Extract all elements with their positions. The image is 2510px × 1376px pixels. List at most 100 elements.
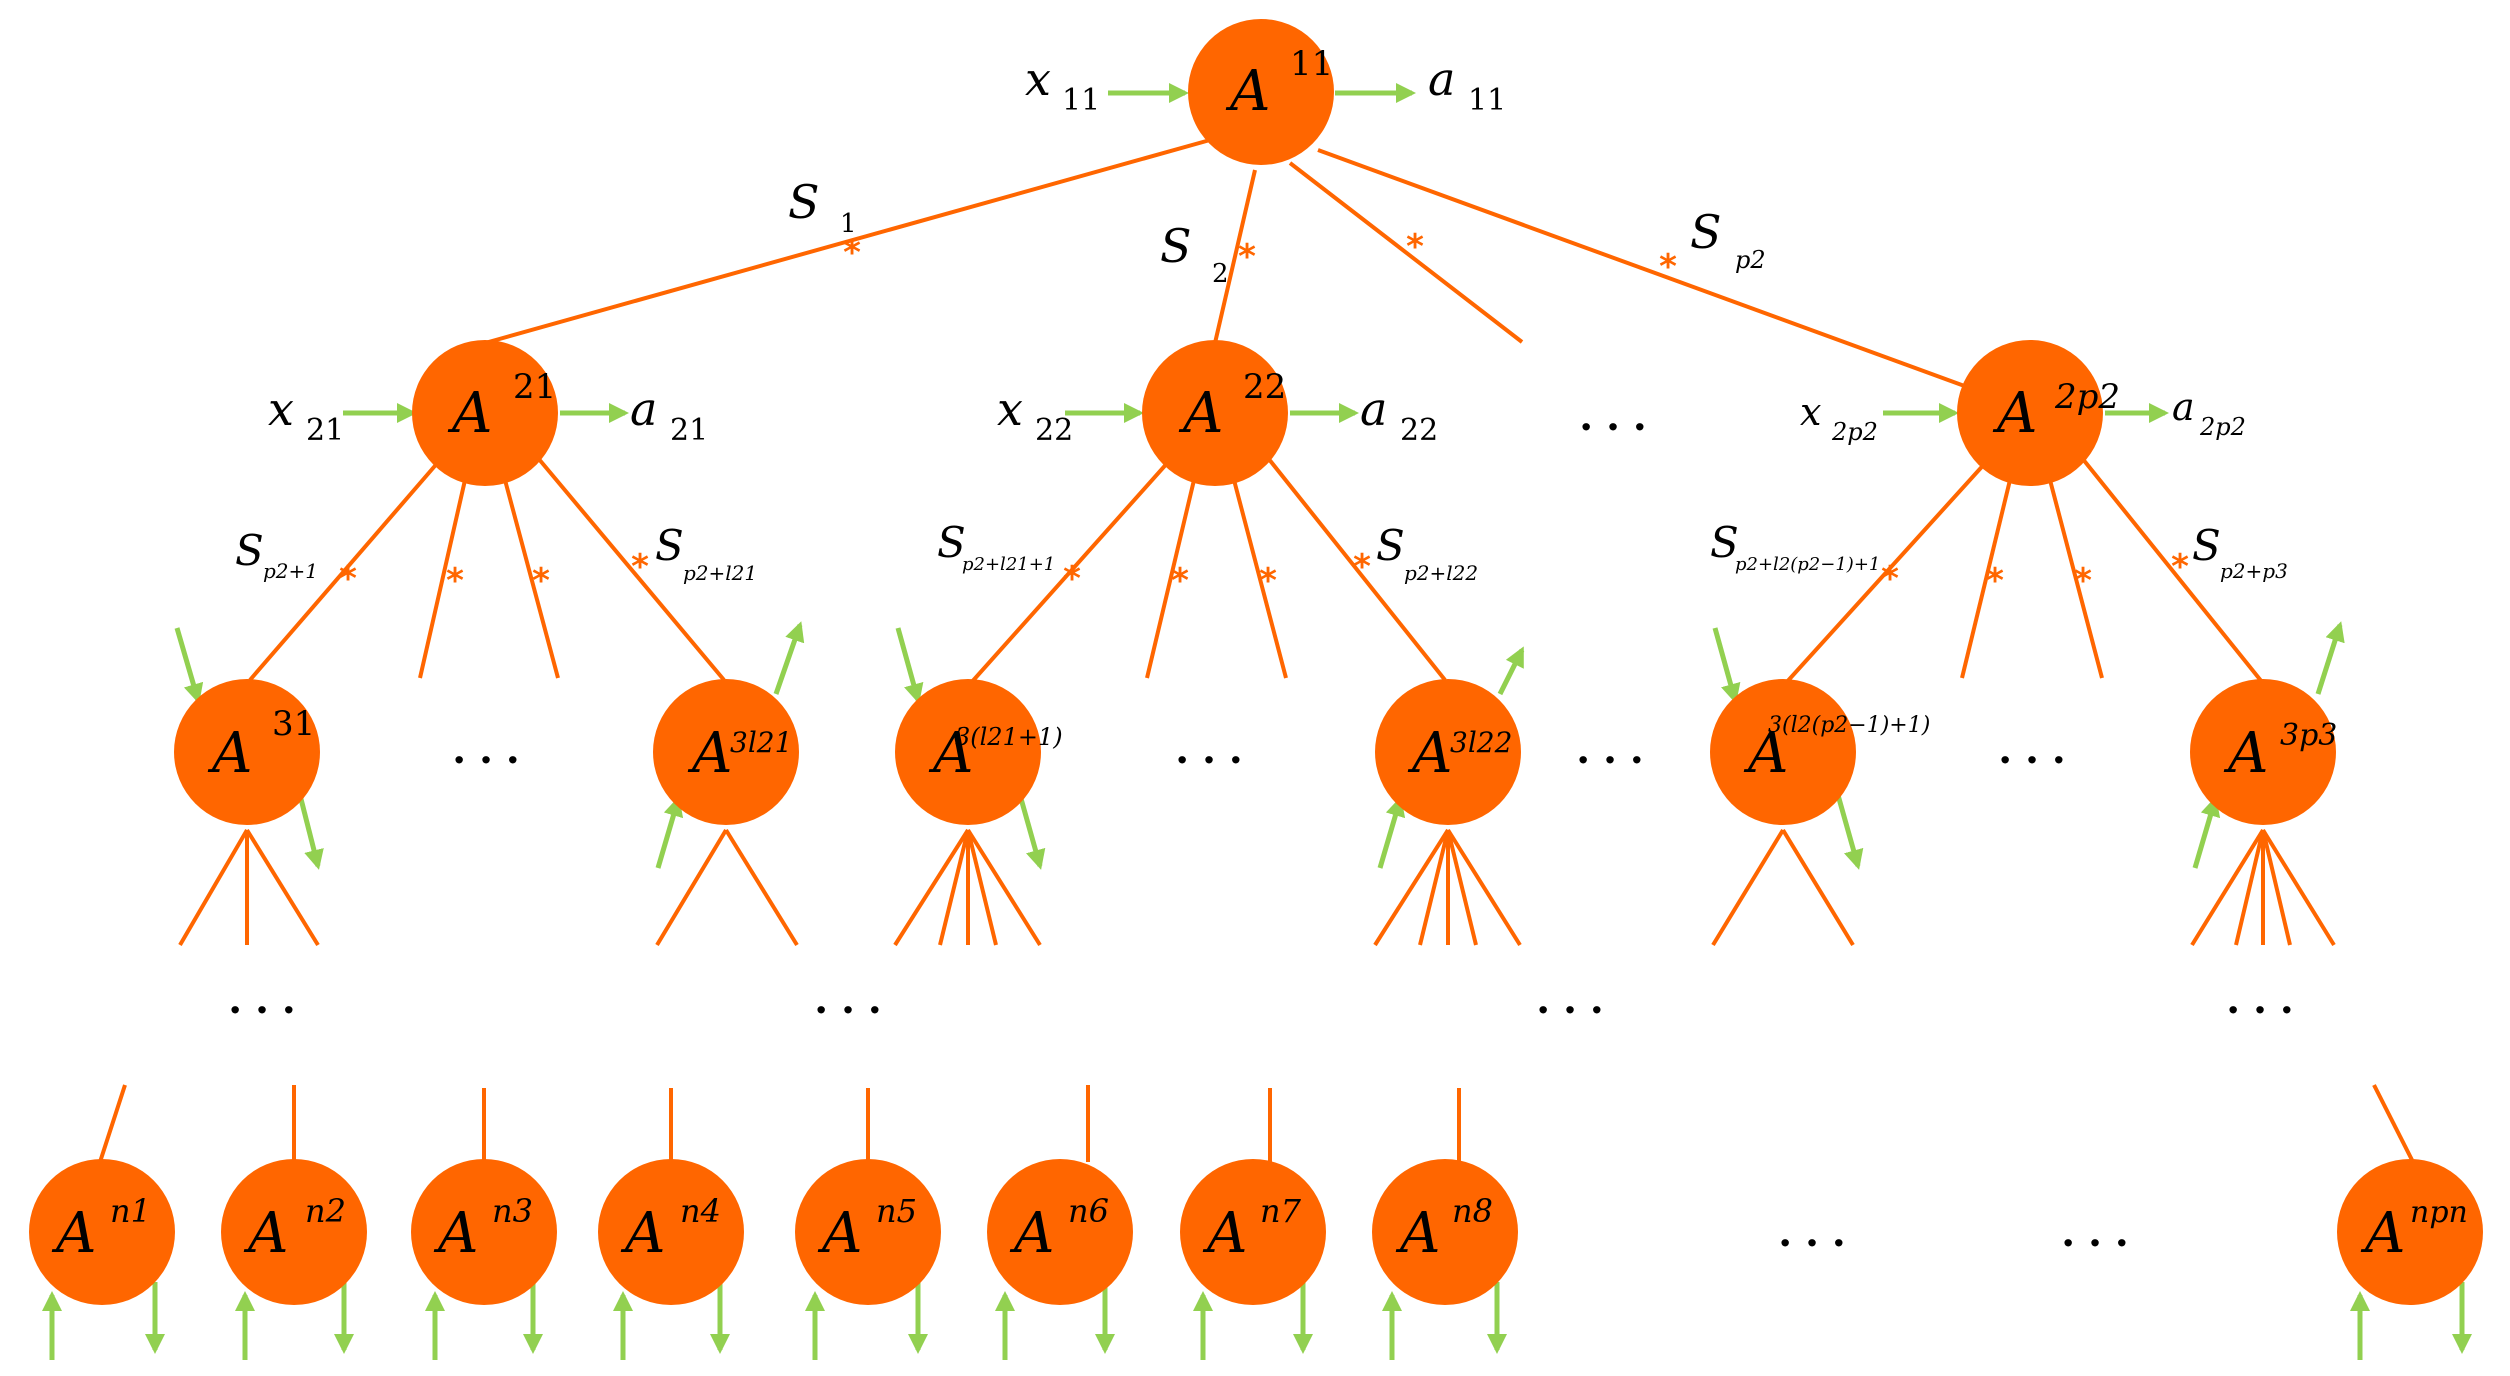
- star-marker: *: [1063, 559, 1081, 599]
- edge-label-base: S: [788, 175, 820, 229]
- input-label-sub: 2p2: [1831, 418, 1878, 446]
- label-a3l2p2: A 3(l2(p2−1)+1): [1743, 713, 1930, 786]
- node-letter: A: [1395, 1201, 1440, 1266]
- star-marker: *: [1406, 227, 1424, 267]
- node-letter: A: [447, 381, 492, 446]
- label-an6: A n6: [1009, 1192, 1109, 1266]
- edge-a2p2-open2: [2048, 479, 2104, 679]
- label-an2: A n2: [243, 1192, 346, 1266]
- edge-a2p2-open1: [1960, 479, 2012, 679]
- label-an7: A n7: [1202, 1192, 1302, 1266]
- edge-label-sub: p2+l21+1: [962, 554, 1055, 575]
- edge-label-sub: 2: [1212, 259, 1229, 289]
- node-an1: [29, 1159, 175, 1305]
- star-marker: *: [446, 561, 464, 601]
- node-superscript: n2: [305, 1192, 346, 1230]
- output-label-base: a: [2172, 385, 2195, 429]
- label-a21: A 21: [447, 367, 556, 446]
- node-a22: [1142, 340, 1288, 486]
- node-superscript: 3(l2(p2−1)+1): [1768, 713, 1930, 738]
- node-a2p2: [1957, 340, 2103, 486]
- edge-label-sub: 1: [840, 209, 857, 239]
- node-superscript: 11: [1290, 44, 1333, 84]
- ellipsis: · · ·: [227, 984, 296, 1035]
- node-letter: A: [2223, 721, 2268, 786]
- node-superscript: n1: [110, 1192, 151, 1230]
- star-marker: *: [1986, 561, 2004, 601]
- edge-a21-a31: [248, 458, 442, 682]
- label-a31: A 31: [207, 704, 315, 786]
- io-labels: x 11 a 11 x 21 a 21 x 22 a 22 x 2p2 a 2p…: [268, 52, 2246, 448]
- star-marker: *: [843, 233, 861, 273]
- node-superscript: n8: [1452, 1192, 1493, 1230]
- ellipsis: · · ·: [1174, 734, 1243, 785]
- node-superscript: 21: [513, 367, 556, 407]
- node-superscript: 3l21: [730, 726, 792, 759]
- star-marker: *: [1259, 561, 1277, 601]
- node-letter: A: [1743, 721, 1788, 786]
- star-marker: *: [2171, 547, 2189, 587]
- ellipsis: · · ·: [1575, 734, 1644, 785]
- edge-a21-open1: [418, 479, 467, 679]
- label-a3l21p1: A 3(l21+1): [928, 721, 1063, 786]
- ellipsis: · · ·: [451, 734, 520, 785]
- label-an8: A n8: [1395, 1192, 1493, 1266]
- label-a11: A 11: [1225, 44, 1333, 124]
- edge-label-base: S: [937, 518, 966, 567]
- edge-a21-a3l21: [536, 456, 726, 682]
- edge-label-base: S: [1160, 219, 1192, 273]
- label-a3p3: A 3p3: [2223, 718, 2337, 786]
- node-letter: A: [620, 1201, 665, 1266]
- node-a3l2p2: [1710, 679, 1856, 825]
- node-superscript: n6: [1068, 1192, 1109, 1230]
- tree-nodes: [29, 19, 2483, 1305]
- edge-label-sub: p2: [1735, 246, 1766, 274]
- node-letter: A: [1992, 381, 2037, 446]
- node-an7: [1180, 1159, 1326, 1305]
- input-label-base: x: [1025, 52, 1051, 106]
- node-a21: [412, 340, 558, 486]
- ellipses: · · · · · · · · · · · · · · · · · · · · …: [227, 401, 2294, 1268]
- star-marker: *: [339, 559, 357, 599]
- edge-label-base: S: [1710, 518, 1739, 567]
- ellipsis: · · ·: [1997, 734, 2066, 785]
- edge-labels: S 1 S 2 S p2 S p2+1 S p2+l21 S p2+l21+1 …: [235, 175, 2288, 585]
- ellipsis: · · ·: [2060, 1217, 2129, 1268]
- node-an4: [598, 1159, 744, 1305]
- output-label-base: a: [1360, 382, 1387, 436]
- node-letter: A: [207, 721, 252, 786]
- label-a22: A 22: [1178, 367, 1286, 446]
- label-a2p2: A 2p2: [1992, 377, 2120, 446]
- star-marker: *: [532, 561, 550, 601]
- ellipsis: · · ·: [1535, 984, 1604, 1035]
- node-labels: A 11 A 21 A 22 A 2p2 A 31 A 3l21 A 3(l21…: [51, 44, 2468, 1266]
- node-superscript: n3: [492, 1192, 533, 1230]
- label-an3: A n3: [433, 1192, 533, 1266]
- node-superscript: 22: [1243, 367, 1286, 407]
- edge-a22-a3l21p1: [968, 458, 1172, 686]
- star-marker: *: [1353, 547, 1371, 587]
- edge-label-sub: p2+l21: [683, 561, 757, 585]
- star-marker: *: [1659, 247, 1677, 287]
- star-marker: *: [1238, 237, 1256, 277]
- output-label-sub: 21: [670, 413, 708, 448]
- node-superscript: 2p2: [2054, 377, 2120, 417]
- edge-label-base: S: [2192, 521, 2221, 570]
- node-an2: [221, 1159, 367, 1305]
- edge-root-open: [1288, 161, 1524, 344]
- node-superscript: 3l22: [1450, 726, 1512, 759]
- output-label-base: a: [1428, 52, 1455, 106]
- edge-a22-a3l22: [1266, 456, 1447, 682]
- node-letter: A: [51, 1201, 96, 1266]
- star-marker: *: [631, 547, 649, 587]
- edge-label-base: S: [1690, 205, 1722, 259]
- input-label-sub: 11: [1062, 83, 1100, 118]
- label-an4: A n4: [620, 1192, 721, 1266]
- node-an5: [795, 1159, 941, 1305]
- node-an3: [411, 1159, 557, 1305]
- node-letter: A: [1225, 59, 1270, 124]
- output-label-sub: 2p2: [2199, 413, 2246, 441]
- tree-edges: [98, 138, 2414, 1163]
- ellipsis: · · ·: [813, 984, 882, 1035]
